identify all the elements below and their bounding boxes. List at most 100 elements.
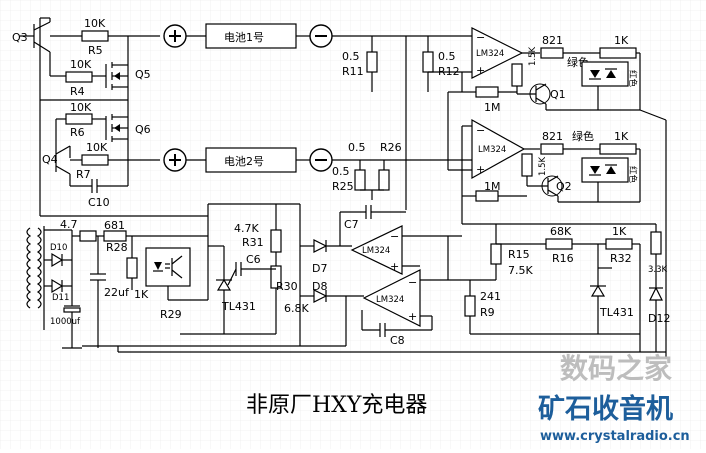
r4-value: 10K: [70, 58, 92, 71]
r6-label: R6: [70, 126, 85, 139]
r15-resistor: [490, 243, 502, 265]
r11-resistor: [366, 51, 378, 73]
c8-label: C8: [390, 334, 405, 347]
r30-value: 6.8K: [284, 302, 309, 315]
r-4-7-value: 4.7: [60, 218, 78, 231]
r28-resistor: [103, 230, 127, 242]
r7-value: 10K: [86, 141, 108, 154]
r11-value: 0.5: [342, 50, 360, 63]
opamp-u1-label: LM324: [476, 49, 504, 59]
q2-transistor: [526, 175, 563, 197]
r1m-a-value: 1M: [484, 101, 501, 114]
r12-resistor: [422, 51, 434, 73]
r29-label: R29: [160, 308, 182, 321]
green-b-label: 绿色: [572, 129, 594, 143]
opamp-u3-label: LM324: [362, 246, 390, 256]
diode-d8: [300, 289, 346, 303]
r28-label: R28: [106, 241, 128, 254]
svg-text:−: −: [476, 31, 485, 44]
battery-2-label: 电池2号: [224, 155, 264, 168]
q5-label: Q5: [135, 68, 151, 81]
r1k-b: [599, 143, 637, 155]
r12-value: 0.5: [438, 50, 456, 63]
svg-text:−: −: [390, 230, 399, 243]
d10-label: D10: [50, 243, 67, 253]
battery-1-label: 电池1号: [224, 31, 264, 44]
svg-text:−: −: [476, 124, 485, 137]
r25-value: 0.5: [332, 165, 350, 178]
watermark-logo: 数码之家 矿石收音机 www.crystalradio.cn: [538, 352, 690, 444]
r15k-a: [511, 63, 523, 87]
r15-label: R15: [508, 248, 530, 261]
r28-value: 681: [104, 219, 125, 232]
tl431-a-label: TL431: [221, 300, 256, 313]
r9-value: 241: [480, 290, 501, 303]
cap-22uf: [90, 236, 106, 348]
r821-b: [540, 143, 564, 155]
svg-text:+: +: [390, 260, 399, 273]
optocoupler: [145, 247, 191, 287]
tl431-a: [216, 246, 237, 334]
q3-label: Q3: [12, 31, 28, 44]
diagram-title: 非原厂HXY充电器: [246, 393, 427, 418]
tl431-b: [590, 244, 612, 334]
r31-value: 4.7K: [234, 222, 259, 235]
r26-label: R26: [380, 141, 402, 154]
r6-resistor: [65, 113, 93, 125]
opamp-u2-label: LM324: [478, 145, 506, 155]
svg-text:+: +: [476, 163, 485, 176]
r15k-b-value: 1.5K: [538, 156, 548, 176]
watermark-top-text: 数码之家: [560, 352, 672, 385]
opamp-u2: LM324 − +: [471, 118, 526, 180]
r-4-7: [79, 230, 97, 242]
red-a-label: 红色: [627, 70, 638, 88]
led-b: [581, 157, 629, 183]
r1k-a: [599, 47, 637, 59]
d12-label: D12: [648, 312, 670, 325]
r25-resistor: [354, 169, 366, 191]
transformer: [26, 227, 42, 309]
q4-transistor: [55, 145, 71, 186]
r5-value: 10K: [84, 17, 106, 30]
r25-label: R25: [332, 180, 354, 193]
r32-label: R32: [610, 252, 632, 265]
r26-resistor: [378, 169, 390, 191]
r31-resistor: [270, 229, 282, 253]
d8-label: D8: [312, 280, 327, 293]
r7-label: R7: [76, 168, 91, 181]
diode-d7: [300, 239, 352, 253]
watermark-url-text: www.crystalradio.cn: [540, 429, 690, 444]
red-b-label: 红色: [627, 166, 638, 184]
q4-label: Q4: [42, 153, 58, 166]
svg-text:+: +: [476, 64, 485, 77]
watermark-middle-text: 矿石收音机: [538, 393, 673, 425]
tl431-b-label: TL431: [599, 306, 634, 319]
c7-label: C7: [344, 218, 359, 231]
q1-transistor: [516, 83, 551, 105]
cap-1000uf: [63, 305, 81, 348]
r-1k-opto: [126, 257, 138, 279]
opamp-u4-label: LM324: [376, 295, 404, 305]
r15k-b: [521, 153, 533, 177]
r26-value: 0.5: [348, 141, 366, 154]
d11-label: D11: [52, 293, 69, 303]
svg-text:−: −: [408, 276, 417, 289]
cap-1000uf-label: 1000uf: [50, 317, 81, 327]
r7-resistor: [81, 154, 109, 166]
opamp-u4: LM324 − +: [362, 269, 421, 327]
r32-resistor: [605, 238, 633, 250]
r4-resistor: [65, 71, 93, 83]
led-a: [581, 61, 629, 87]
q5-mosfet: [105, 36, 129, 100]
r821-a: [540, 47, 564, 59]
r821-a-value: 821: [542, 34, 563, 47]
r1k-a-value: 1K: [614, 34, 629, 47]
q1-label: Q1: [550, 88, 566, 101]
svg-text:+: +: [408, 310, 417, 323]
r30-label: R30: [276, 280, 298, 293]
opamp-u3: LM324 − +: [350, 225, 403, 275]
r1m-a: [475, 86, 499, 98]
r31-label: R31: [242, 236, 264, 249]
